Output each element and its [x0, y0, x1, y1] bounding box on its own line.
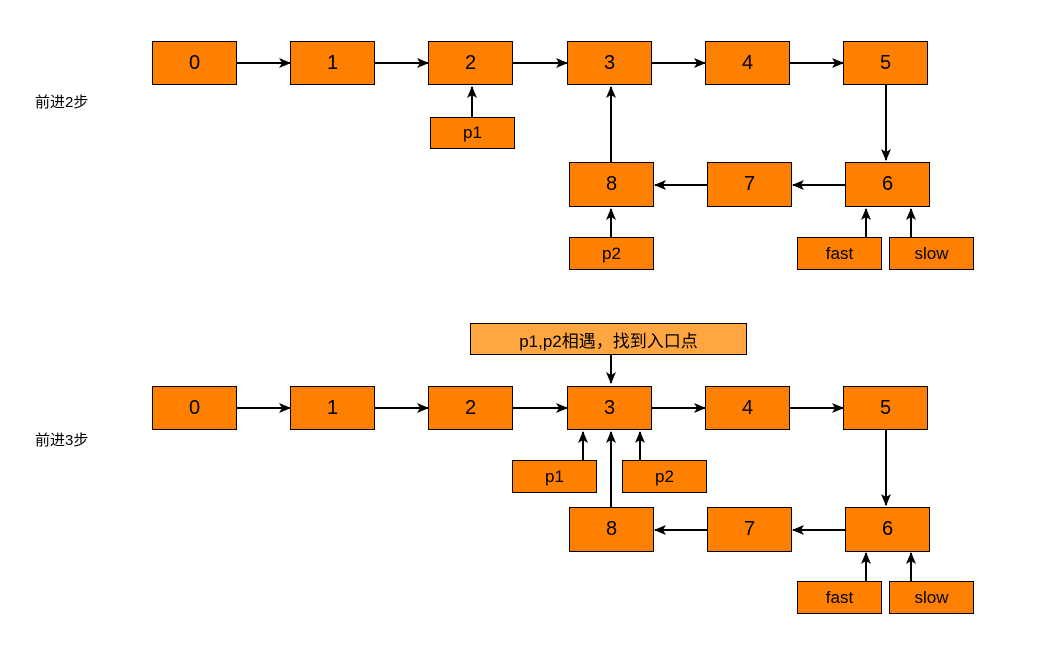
node-bottom-6: 6 [845, 507, 930, 552]
node-top-5: 5 [843, 41, 928, 85]
pointer-bottom-slow: slow [889, 581, 974, 614]
pointer-top-p2: p2 [569, 237, 654, 270]
pointer-top-p1: p1 [430, 117, 515, 149]
step-label-top: 前进2步 [35, 94, 89, 111]
node-bottom-7: 7 [707, 507, 792, 552]
node-top-7: 7 [707, 162, 792, 207]
node-bottom-1: 1 [290, 386, 375, 430]
node-bottom-5: 5 [843, 386, 928, 430]
meeting-note: p1,p2相遇，找到入口点 [470, 323, 747, 355]
node-bottom-0: 0 [152, 386, 237, 430]
node-top-0: 0 [152, 41, 237, 85]
node-top-6: 6 [845, 162, 930, 207]
node-bottom-4: 4 [705, 386, 790, 430]
pointer-top-slow: slow [889, 237, 974, 270]
node-top-3: 3 [567, 41, 652, 85]
node-top-8: 8 [569, 162, 654, 207]
node-top-4: 4 [705, 41, 790, 85]
pointer-top-fast: fast [797, 237, 882, 270]
node-bottom-2: 2 [428, 386, 513, 430]
pointer-bottom-p2: p2 [622, 460, 707, 493]
pointer-bottom-fast: fast [797, 581, 882, 614]
node-bottom-8: 8 [569, 507, 654, 552]
node-top-2: 2 [428, 41, 513, 85]
node-top-1: 1 [290, 41, 375, 85]
step-label-bottom: 前进3步 [35, 432, 89, 449]
node-bottom-3: 3 [567, 386, 652, 430]
pointer-bottom-p1: p1 [512, 460, 597, 493]
